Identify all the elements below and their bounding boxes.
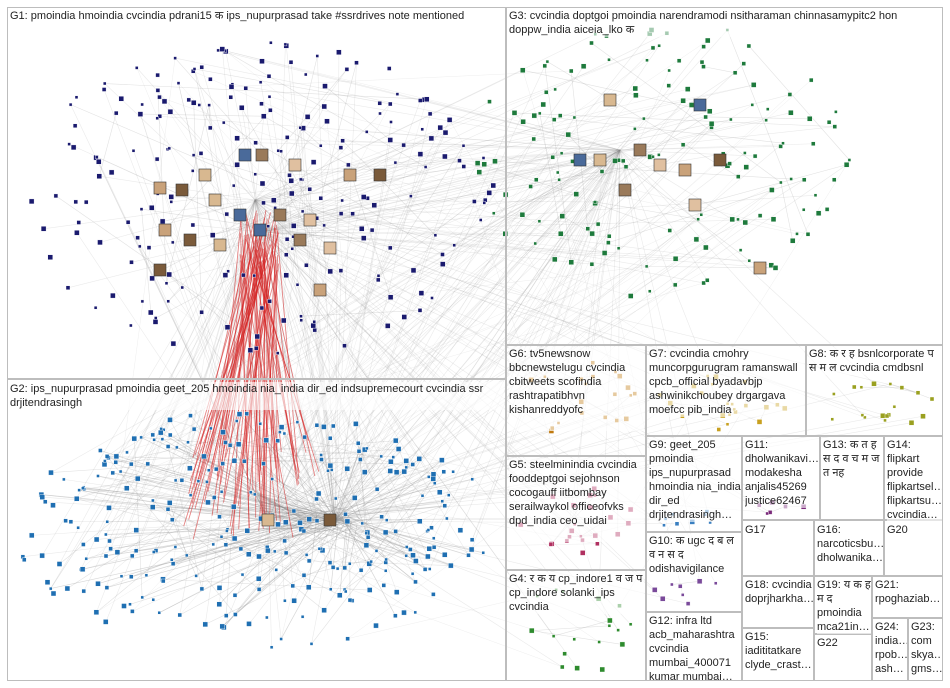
group-label-g9: G9: geet_205 pmoindia ips_nupurprasad hm… <box>649 438 741 522</box>
group-label-g23: G23: com skya… gms… <box>911 620 942 680</box>
group-label-g12: G12: infra ltd acb_maharashtra cvcindia … <box>649 614 741 680</box>
group-box-g3 <box>506 7 943 345</box>
group-label-g3: G3: cvcindia doptgoi pmoindia narendramo… <box>509 9 941 37</box>
group-label-g17: G17 <box>745 523 785 537</box>
group-label-g14: G14: flipkart provide flipkartsel… flipk… <box>887 438 942 522</box>
group-label-g13: G13: क त ह स द व च म ज त नह <box>823 438 883 480</box>
group-label-g19: G19: य क ह म द <box>817 578 871 606</box>
group-label-g10: G10: क ugc द ब ल व न स द odishavigilance <box>649 534 741 576</box>
group-label-g4: G4: र क य cp_indore1 व ज प cp_indore sol… <box>509 572 644 614</box>
group-label-g11: G11: dholwanikavi… modakesha anjalis4526… <box>745 438 819 508</box>
group-label-g22: G22 <box>817 636 847 650</box>
group-label-g20: G20 <box>887 523 917 537</box>
group-label-g7: G7: cvcindia cmohry muncorpgurugram rama… <box>649 347 804 417</box>
group-label-g24: G24: india… rpob… ash… <box>875 620 907 680</box>
group-label-g19-extra: pmoindia mca21in… <box>817 606 871 634</box>
group-label-g5: G5: steelminindia cvcindia fooddeptgoi s… <box>509 458 644 542</box>
group-label-g8: G8: क र ह bsnlcorporate प स म ल cvcindia… <box>809 347 941 375</box>
group-box-g2 <box>7 379 506 681</box>
group-label-g18: G18: cvcindia doprjharkha… <box>745 578 813 620</box>
group-label-g21: G21: rpoghaziab… <box>875 578 942 606</box>
group-label-g6: G6: tv5newsnow bbcnewstelugu cvcindia cb… <box>509 347 644 431</box>
group-label-g1: G1: pmoindia hmoindia cvcindia pdrani15 … <box>10 9 504 37</box>
group-box-g1 <box>7 7 506 379</box>
group-label-g16: G16: narcoticsbu… dholwanika… madhu79si… <box>817 523 883 565</box>
group-label-g2: G2: ips_nupurprasad pmoindia geet_205 hm… <box>10 382 504 410</box>
group-label-g15: G15: iadititatkare clyde_crast… <box>745 630 813 672</box>
